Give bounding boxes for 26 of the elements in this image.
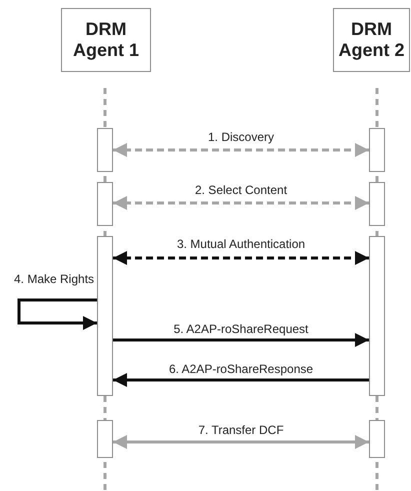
edge-label: 5. A2AP-roShareRequest xyxy=(172,322,310,336)
edge-label: 6. A2AP-roShareResponse xyxy=(166,362,316,376)
activation-bar xyxy=(97,236,113,396)
participant-name: DRM Agent 2 xyxy=(338,19,405,61)
edge-label: 4. Make Rights xyxy=(12,272,96,286)
edge-label: 3. Mutual Authentication xyxy=(174,237,308,251)
message-arrow xyxy=(113,143,369,157)
participant-name: DRM Agent 1 xyxy=(72,19,140,61)
edge-label: 7. Transfer DCF xyxy=(196,423,286,437)
edge-label: 1. Discovery xyxy=(206,130,276,144)
activation-bar xyxy=(97,128,113,172)
activation-bar xyxy=(369,420,385,458)
message-arrow xyxy=(18,298,97,330)
activation-bar xyxy=(369,182,385,226)
message-arrow xyxy=(113,373,369,387)
participant-box xyxy=(333,8,410,72)
activation-bar xyxy=(369,236,385,396)
participant-box xyxy=(61,8,151,72)
message-arrow xyxy=(113,333,369,347)
activation-bar xyxy=(97,182,113,226)
activation-bar xyxy=(97,420,113,458)
activation-bar xyxy=(369,128,385,172)
message-arrow xyxy=(113,435,369,449)
edge-label: 2. Select Content xyxy=(192,183,290,197)
message-arrow xyxy=(113,196,369,210)
message-arrow xyxy=(113,251,369,265)
